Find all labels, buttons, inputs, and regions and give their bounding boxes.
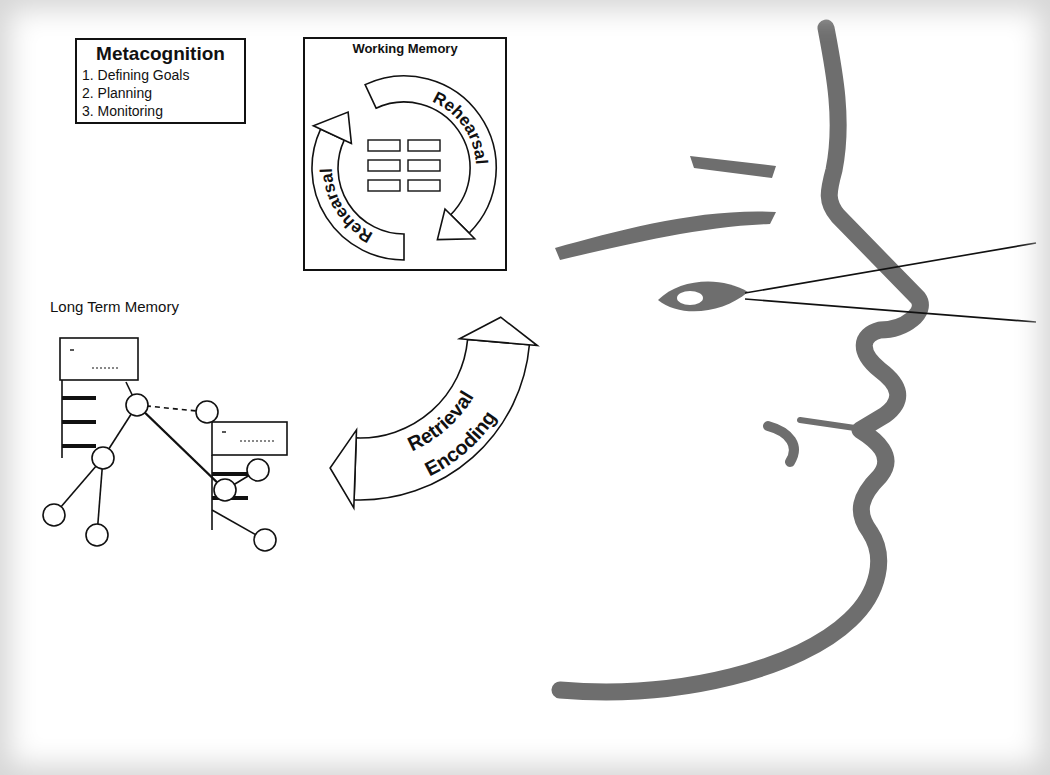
list-item: 3. Monitoring <box>77 102 244 120</box>
slot-bar <box>212 472 248 476</box>
metacognition-box: Metacognition1. Defining Goals2. Plannin… <box>75 38 246 124</box>
arrow-head <box>313 112 351 143</box>
slot-bar <box>212 496 248 500</box>
rehearsal-arrow <box>365 76 496 233</box>
schema-box <box>212 422 287 455</box>
concept-node <box>196 401 218 423</box>
concept-node <box>92 447 114 469</box>
box-heading: Working Memory <box>305 41 505 57</box>
memory-slot <box>368 160 400 171</box>
arrow-head <box>437 209 474 240</box>
network-link <box>211 455 213 530</box>
schema-mark <box>70 349 74 350</box>
concept-node <box>86 524 108 546</box>
process-label: Encoding <box>421 407 500 480</box>
network-link <box>137 405 225 490</box>
list-item: 2. Planning <box>77 84 244 102</box>
eye <box>658 282 748 312</box>
memory-slot <box>408 180 440 191</box>
memory-slot <box>368 140 400 151</box>
region-label: Long Term Memory <box>50 298 179 315</box>
arrow-head <box>460 317 538 345</box>
eyebrow <box>555 212 776 260</box>
memory-slot <box>408 160 440 171</box>
schema-mark <box>222 431 226 432</box>
slot-bar <box>62 444 96 448</box>
face-profile <box>560 28 920 692</box>
slot-bar <box>62 420 96 424</box>
arrow-head <box>330 430 356 508</box>
network-link <box>126 382 137 405</box>
schema-mark <box>92 368 120 369</box>
memory-slot <box>408 140 440 151</box>
concept-node <box>126 394 148 416</box>
schema-mark <box>240 441 276 442</box>
sight-line <box>745 243 1036 293</box>
concept-node <box>247 459 269 481</box>
slot-bar <box>62 396 96 400</box>
process-label: Rehearsal <box>317 168 375 246</box>
network-link <box>225 470 258 490</box>
network-link <box>103 405 137 458</box>
memory-slot <box>368 180 400 191</box>
semantic-network <box>43 338 287 551</box>
box-heading: Metacognition <box>77 42 244 66</box>
network-link <box>54 458 103 515</box>
network-link <box>212 510 265 540</box>
process-label: Rehearsal <box>430 88 491 165</box>
sight-line <box>745 299 1036 322</box>
network-link <box>61 379 63 458</box>
process-label: Retrieval <box>404 387 478 455</box>
rehearsal-arrow <box>312 129 404 260</box>
network-link <box>137 405 207 412</box>
brow-ridge <box>690 156 776 178</box>
transfer-band <box>354 339 529 500</box>
eye-white <box>677 291 703 305</box>
concept-node <box>43 504 65 526</box>
mouth-line <box>800 420 855 428</box>
working-memory-box: Working Memory <box>303 37 507 271</box>
concept-node <box>254 529 276 551</box>
profile-outline <box>560 28 920 692</box>
concept-node <box>214 479 236 501</box>
cheek-mark <box>768 426 794 462</box>
schema-box <box>60 338 138 380</box>
list-item: 1. Defining Goals <box>77 66 244 84</box>
network-link <box>97 458 103 535</box>
